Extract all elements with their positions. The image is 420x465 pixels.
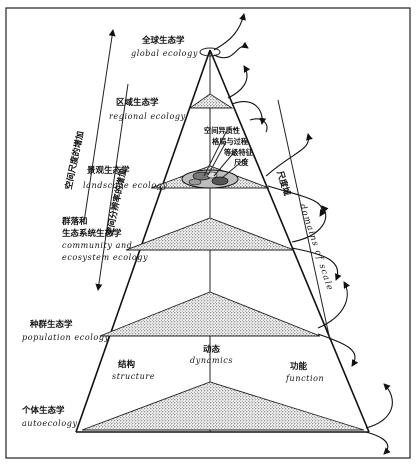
scale-domain-label-zh: 尺度域 (274, 169, 293, 198)
hierarchy-label: 等级特征 (223, 148, 254, 157)
community-label-zh-1: 群落和 (61, 216, 88, 227)
autoecology-label-zh: 个体生态学 (21, 405, 65, 416)
dynamics-label-en: dynamics (190, 356, 233, 365)
global-ellipse (199, 47, 221, 57)
regional-label-en: regional ecology (109, 112, 186, 121)
dynamics-label-zh: 动态 (203, 344, 221, 355)
landscape-label-en: landscape ecology (83, 181, 168, 190)
spatial-resolution-increase-label: 空间分辨率的增加 (104, 168, 129, 237)
landscape-label-zh: 景观生态学 (87, 165, 130, 176)
function-label-zh: 功能 (290, 361, 308, 372)
outer-frame (5, 7, 411, 459)
landscape-pointers (203, 131, 247, 179)
community-label-en-2: ecosystem ecology (62, 253, 148, 262)
regional-slice (188, 93, 234, 109)
structure-label-zh: 结构 (118, 359, 136, 370)
scale-domain-arrows (213, 13, 393, 455)
function-label-en: function (285, 374, 324, 383)
community-slice (125, 217, 295, 251)
left-axis-arrows (83, 29, 129, 291)
regional-label-zh: 区域生态学 (116, 97, 159, 108)
global-label-zh: 全球生态学 (141, 35, 185, 46)
population-label-en: population ecology (22, 333, 110, 342)
level-slices (81, 47, 365, 431)
pattern-process-label: 格局与过程 (212, 137, 249, 146)
community-label-en-1: community and (62, 241, 132, 250)
scale-label: 尺度 (234, 158, 249, 167)
autoecology-label-en: autoecology (22, 419, 78, 428)
population-label-zh: 种群生态学 (29, 319, 73, 330)
community-label-zh-2: 生态系统生态学 (62, 228, 122, 239)
pyramid-outline (75, 49, 370, 433)
landscape-mosaic (181, 169, 239, 189)
structure-label-en: structure (112, 372, 155, 381)
heterogeneity-label: 空间异质性 (204, 126, 240, 135)
population-slice (99, 291, 321, 337)
global-label-en: global ecology (131, 49, 198, 58)
right-axis-line (277, 99, 331, 341)
scale-domain-label-en: domains of scale (297, 203, 335, 293)
autoecology-slice (81, 381, 365, 431)
